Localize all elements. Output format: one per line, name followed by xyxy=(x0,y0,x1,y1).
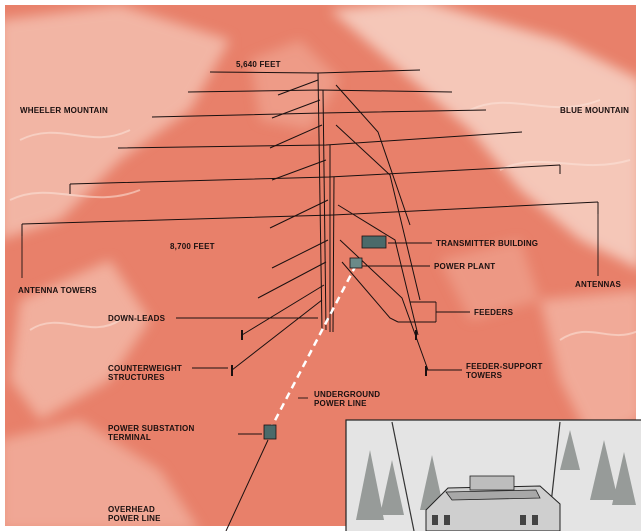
label-feeder-support-towers: FEEDER-SUPPORT TOWERS xyxy=(466,362,556,380)
label-feeders: FEEDERS xyxy=(474,308,513,317)
power-plant-shape xyxy=(350,258,362,268)
label-power-plant: POWER PLANT xyxy=(434,262,495,271)
label-antenna-towers: ANTENNA TOWERS xyxy=(18,286,97,295)
label-power-substation-terminal: POWER SUBSTATION TERMINAL xyxy=(108,424,218,442)
substation-shape xyxy=(264,425,276,439)
label-antennas: ANTENNAS xyxy=(575,280,621,289)
label-wheeler-mountain: WHEELER MOUNTAIN xyxy=(20,106,108,115)
label-counterweight-structures: COUNTERWEIGHT STRUCTURES xyxy=(108,364,204,382)
label-overhead-power-line: OVERHEAD POWER LINE xyxy=(108,505,188,523)
inset-sketch xyxy=(346,420,641,531)
label-down-leads: DOWN-LEADS xyxy=(108,314,165,323)
label-span-upper: 5,640 FEET xyxy=(236,60,281,69)
transmitter-building-shape xyxy=(362,236,386,248)
label-transmitter-building: TRANSMITTER BUILDING xyxy=(436,239,538,248)
label-blue-mountain: BLUE MOUNTAIN xyxy=(560,106,629,115)
label-span-lower: 8,700 FEET xyxy=(170,242,215,251)
label-underground-power-line: UNDERGROUND POWER LINE xyxy=(314,390,404,408)
